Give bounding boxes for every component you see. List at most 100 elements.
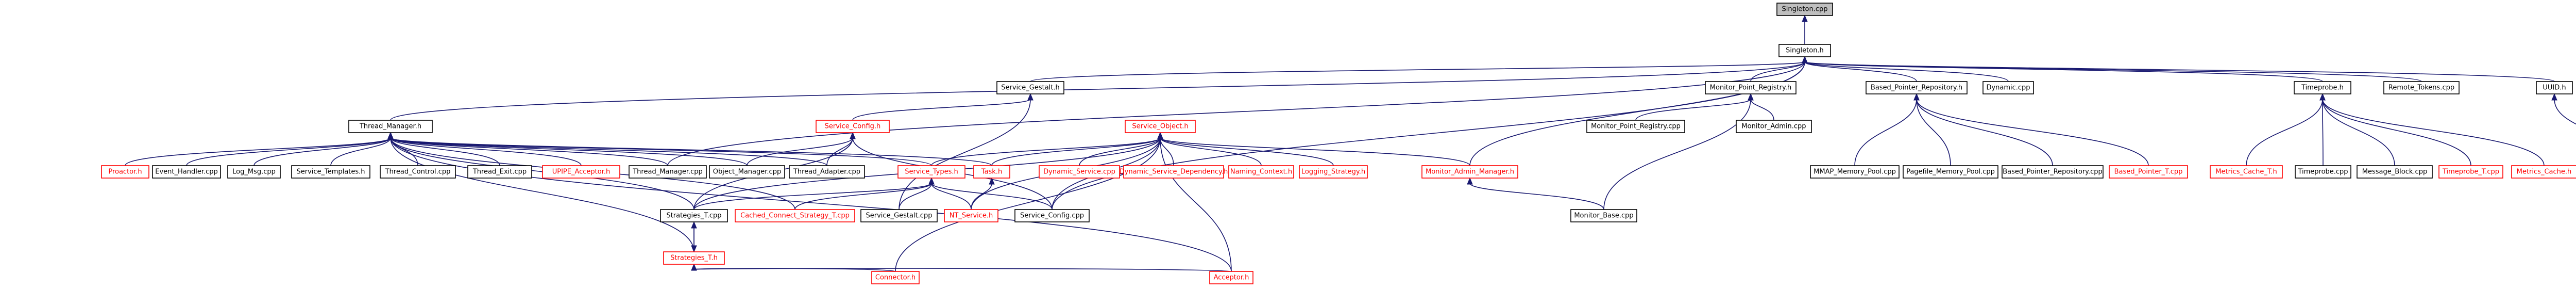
node-cached-connect-strategy-t-cpp[interactable]: Cached_Connect_Strategy_T.cpp	[735, 209, 855, 222]
node-thread-control-cpp[interactable]: Thread_Control.cpp	[380, 165, 456, 179]
node-box	[663, 251, 725, 265]
node-object-manager-cpp[interactable]: Object_Manager.cpp	[709, 165, 785, 179]
node-box	[467, 165, 532, 179]
node-label: Cached_Connect_Strategy_T.cpp	[740, 212, 850, 220]
node-based-pointer-repository-cpp[interactable]: Based_Pointer_Repository.cpp	[2002, 165, 2104, 179]
node-dynamic-cpp[interactable]: Dynamic.cpp	[1982, 81, 2034, 94]
node-box	[2438, 165, 2503, 179]
node-mmap-memory-pool-cpp[interactable]: MMAP_Memory_Pool.cpp	[1810, 165, 1900, 179]
node-label: Thread_Exit.cpp	[472, 168, 527, 176]
edge-line	[1160, 137, 1232, 272]
node-monitor-point-registry-h[interactable]: Monitor_Point_Registry.h	[1705, 81, 1797, 94]
node-nt-service-h[interactable]: NT_Service.h	[944, 209, 998, 222]
node-box	[2294, 81, 2351, 94]
node-box	[2002, 165, 2104, 179]
node-label: Dynamic_Service_Dependency.h	[1120, 168, 1228, 176]
edge-line	[991, 137, 1161, 166]
node-service-templates-h[interactable]: Service_Templates.h	[291, 165, 370, 179]
node-box	[735, 209, 855, 222]
edge-singleton-h-to-singleton-cpp	[1802, 14, 1808, 45]
edge-line	[390, 137, 668, 166]
node-box	[291, 165, 370, 179]
node-box	[1736, 120, 1812, 133]
node-based-pointer-repository-h[interactable]: Based_Pointer_Repository.h	[1866, 81, 1968, 94]
node-singleton-h[interactable]: Singleton.h	[1778, 44, 1831, 57]
node-thread-exit-cpp[interactable]: Thread_Exit.cpp	[467, 165, 532, 179]
edge-based-pointer-t-cpp-to-based-pointer-repository-h	[1913, 93, 2149, 166]
node-timeprobe-cpp[interactable]: Timeprobe.cpp	[2295, 165, 2351, 179]
node-based-pointer-t-cpp[interactable]: Based_Pointer_T.cpp	[2109, 165, 2188, 179]
edge-arrowhead	[1027, 93, 1033, 101]
node-metrics-cache-h[interactable]: Metrics_Cache.h	[2511, 165, 2576, 179]
edge-nt-service-h-to-task-h	[971, 177, 995, 210]
node-event-handler-cpp[interactable]: Event_Handler.cpp	[152, 165, 221, 179]
node-proactor-h[interactable]: Proactor.h	[101, 165, 149, 179]
node-connector-h[interactable]: Connector.h	[871, 271, 920, 284]
node-timeprobe-h[interactable]: Timeprobe.h	[2294, 81, 2351, 94]
node-upipe-acceptor-h[interactable]: UPIPE_Acceptor.h	[542, 165, 620, 179]
node-label: Thread_Control.cpp	[385, 168, 451, 176]
node-label: Task.h	[981, 168, 1002, 176]
node-service-config-h[interactable]: Service_Config.h	[816, 120, 890, 133]
node-label: UUID.h	[2543, 84, 2566, 92]
node-monitor-point-registry-cpp[interactable]: Monitor_Point_Registry.cpp	[1586, 120, 1685, 133]
node-box	[897, 165, 965, 179]
node-strategies-t-h[interactable]: Strategies_T.h	[663, 251, 725, 265]
node-thread-manager-cpp[interactable]: Thread_Manager.cpp	[629, 165, 707, 179]
edge-service-templates-h-to-thread-manager-h	[330, 132, 394, 166]
node-service-gestalt-h[interactable]: Service_Gestalt.h	[996, 81, 1064, 94]
node-remote-tokens-cpp[interactable]: Remote_Tokens.cpp	[2383, 81, 2460, 94]
edge-message-block-cpp-to-timeprobe-h	[2319, 93, 2395, 166]
edge-line	[1804, 61, 1917, 82]
node-naming-context-h[interactable]: Naming_Context.h	[1228, 165, 1294, 179]
edge-line	[2322, 99, 2545, 166]
edge-nt-service-h-to-service-types-h	[928, 177, 972, 210]
edge-arrowhead	[989, 177, 995, 185]
edge-line	[1469, 183, 1604, 210]
node-acceptor-h[interactable]: Acceptor.h	[1209, 271, 1253, 284]
edge-line	[1160, 137, 1174, 166]
node-label: Based_Pointer_T.cpp	[2114, 168, 2183, 176]
edge-line	[895, 137, 1161, 272]
node-thread-adapter-cpp[interactable]: Thread_Adapter.cpp	[789, 165, 865, 179]
edge-arrowhead	[1157, 132, 1163, 139]
node-service-types-h[interactable]: Service_Types.h	[897, 165, 965, 179]
node-thread-manager-h[interactable]: Thread_Manager.h	[348, 120, 433, 133]
edge-arrowhead	[691, 263, 697, 271]
node-box	[973, 165, 1010, 179]
node-label: Service_Object.h	[1132, 123, 1188, 131]
node-service-gestalt-cpp[interactable]: Service_Gestalt.cpp	[860, 209, 938, 222]
node-label: Metrics_Cache.h	[2517, 168, 2572, 176]
edge-arrowhead	[1802, 14, 1808, 22]
node-dynamic-service-dependency-h[interactable]: Dynamic_Service_Dependency.h	[1120, 165, 1228, 179]
node-monitor-admin-manager-h[interactable]: Monitor_Admin_Manager.h	[1421, 165, 1518, 179]
node-message-block-cpp[interactable]: Message_Block.cpp	[2357, 165, 2433, 179]
node-label: Event_Handler.cpp	[155, 168, 218, 176]
node-uuid-h[interactable]: UUID.h	[2536, 81, 2573, 94]
node-dynamic-service-cpp[interactable]: Dynamic_Service.cpp	[1039, 165, 1120, 179]
node-task-h[interactable]: Task.h	[973, 165, 1010, 179]
node-label: Thread_Manager.cpp	[632, 168, 703, 176]
edge-line	[2322, 99, 2471, 166]
node-pagefile-memory-pool-cpp[interactable]: Pagefile_Memory_Pool.cpp	[1903, 165, 1998, 179]
node-log-msg-cpp[interactable]: Log_Msg.cpp	[227, 165, 281, 179]
edge-line	[971, 183, 992, 210]
node-label: Logging_Strategy.h	[1301, 168, 1365, 176]
node-monitor-admin-cpp[interactable]: Monitor_Admin.cpp	[1736, 120, 1812, 133]
node-timeprobe-t-cpp[interactable]: Timeprobe_T.cpp	[2438, 165, 2503, 179]
node-label: Timeprobe.h	[2301, 84, 2344, 92]
node-box	[1228, 165, 1294, 179]
edge-arrowhead	[2319, 93, 2326, 101]
node-label: Monitor_Admin.cpp	[1741, 123, 1806, 131]
node-label: Pagefile_Memory_Pool.cpp	[1906, 168, 1995, 176]
node-logging-strategy-h[interactable]: Logging_Strategy.h	[1299, 165, 1368, 179]
node-box	[996, 81, 1064, 94]
node-strategies-t-cpp[interactable]: Strategies_T.cpp	[660, 209, 728, 222]
node-monitor-base-cpp[interactable]: Monitor_Base.cpp	[1570, 209, 1637, 222]
edge-metrics-cache-h-to-timeprobe-h	[2319, 93, 2545, 166]
edge-line	[1854, 99, 1917, 166]
node-service-config-cpp[interactable]: Service_Config.cpp	[1014, 209, 1090, 222]
node-metrics-cache-t-h[interactable]: Metrics_Cache_T.h	[2210, 165, 2283, 179]
node-service-object-h[interactable]: Service_Object.h	[1125, 120, 1196, 133]
